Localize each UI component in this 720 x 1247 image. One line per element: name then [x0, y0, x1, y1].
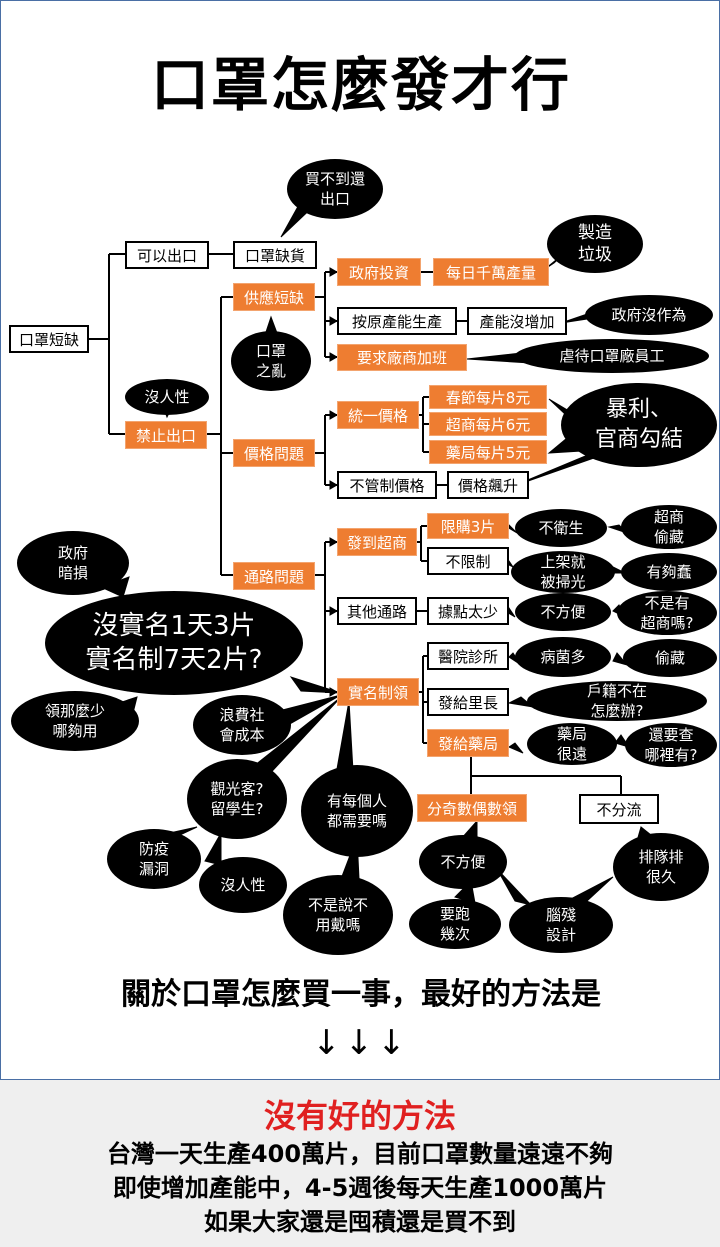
node-daily-10m: 每日千萬產量	[433, 258, 549, 286]
node-gov-invest: 政府投資	[337, 258, 421, 286]
bubble-enough-fools: 有夠蠢	[621, 553, 717, 591]
node-root: 口罩短缺	[9, 325, 89, 353]
node-price-issue: 價格問題	[233, 439, 315, 467]
bubble-still-search: 還要查 哪裡有?	[625, 723, 717, 767]
node-supply-short: 供應短缺	[233, 283, 315, 311]
bubble-store-hoard: 超商 偷藏	[621, 505, 717, 549]
bubble-make-garbage: 製造 垃圾	[547, 215, 643, 273]
node-village-chief: 發給里長	[427, 688, 509, 716]
bubble-no-household: 戶籍不在 怎麼辦?	[527, 681, 707, 721]
node-no-price-control: 不管制價格	[337, 471, 437, 499]
down-arrows-icon: ↓↓↓	[312, 1023, 410, 1063]
bubble-gov-inaction: 政府沒作為	[585, 295, 713, 335]
bubble-pharmacy-far: 藥局 很遠	[527, 723, 617, 765]
node-no-split: 不分流	[579, 794, 659, 824]
answer-line-2: 即使增加產能中，4-5週後每天生產1000萬片	[112, 1174, 608, 1202]
node-channel-issue: 通路問題	[233, 562, 315, 590]
bubble-not-enough: 領那麼少 哪夠用	[11, 691, 139, 751]
bubble-realname-main: 沒實名1天3片 實名制7天2片?	[45, 591, 303, 695]
bubble-hoard: 偷藏	[623, 639, 717, 677]
bubble-queue-long: 排隊排 很久	[613, 833, 709, 901]
node-price-pharmacy: 藥局每片5元	[429, 440, 547, 464]
bubble-inconvenient-2: 不方便	[419, 835, 507, 889]
bubble-bacteria: 病菌多	[515, 637, 611, 677]
bubble-run-several: 要跑 幾次	[409, 899, 501, 949]
node-pharmacy: 發給藥局	[427, 729, 509, 757]
bubble-epidemic-gap: 防疫 漏洞	[107, 829, 201, 889]
node-ban-export: 禁止出口	[125, 421, 207, 449]
node-limit-3: 限購3片	[427, 513, 509, 539]
bubble-abuse-workers: 虐待口罩廠員工	[515, 339, 709, 373]
node-odd-even: 分奇數偶數領	[417, 794, 527, 822]
node-original-capacity: 按原產能生產	[337, 307, 457, 335]
bubble-brain-dead: 腦殘 設計	[509, 897, 613, 953]
bubble-profiteering: 暴利、 官商勾結	[561, 383, 717, 467]
node-capacity-no-increase: 產能沒增加	[467, 307, 567, 335]
bubble-cant-buy-export: 買不到還 出口	[287, 159, 383, 219]
answer-footer	[0, 1080, 720, 1247]
node-few-spots: 據點太少	[427, 597, 509, 625]
node-mask-shortage: 口罩缺貨	[233, 241, 317, 269]
question-text: 關於口罩怎麼買一事，最好的方法是	[121, 977, 601, 1012]
node-no-limit: 不限制	[427, 547, 509, 575]
bubble-everyone-need: 有每個人 都需要嗎	[301, 765, 413, 857]
bubble-said-no-need: 不是說不 用戴嗎	[283, 875, 393, 955]
answer-line-3: 如果大家還是囤積還是買不到	[204, 1208, 516, 1236]
node-price-soar: 價格飆升	[447, 471, 529, 499]
answer-headline: 沒有好的方法	[263, 1097, 456, 1135]
bubble-inhumane-bottom: 沒人性	[199, 857, 287, 913]
bubble-waste-social: 浪費社 會成本	[193, 695, 291, 755]
bubble-gov-secret: 政府 暗損	[17, 531, 129, 595]
bubble-inhumane-top: 沒人性	[125, 379, 209, 415]
node-other-channel: 其他通路	[337, 597, 417, 625]
bubble-inconvenient-1: 不方便	[515, 593, 611, 631]
answer-line-1: 台灣一天生產400萬片，目前口罩數量遠遠不夠	[106, 1140, 614, 1168]
node-price-store: 超商每片6元	[429, 412, 547, 436]
node-to-store: 發到超商	[337, 528, 417, 556]
node-require-overtime: 要求廠商加班	[337, 344, 467, 371]
node-uniform-price: 統一價格	[337, 401, 419, 429]
node-realname: 實名制領	[337, 678, 419, 706]
bubble-is-there-store: 不是有 超商嗎?	[617, 591, 717, 635]
page-title: 口罩怎麼發才行	[150, 51, 571, 119]
node-price-spring: 春節每片8元	[429, 385, 547, 409]
bubble-unhygienic: 不衛生	[515, 509, 607, 547]
node-allow-export: 可以出口	[125, 241, 209, 269]
diagram-panel: 口罩怎麼發才行	[0, 0, 720, 1080]
bubble-mask-chaos: 口罩 之亂	[231, 331, 311, 391]
bubble-tourists: 觀光客? 留學生?	[187, 759, 287, 839]
node-clinic: 醫院診所	[427, 642, 509, 670]
bubble-swept-away: 上架就 被掃光	[511, 551, 615, 593]
